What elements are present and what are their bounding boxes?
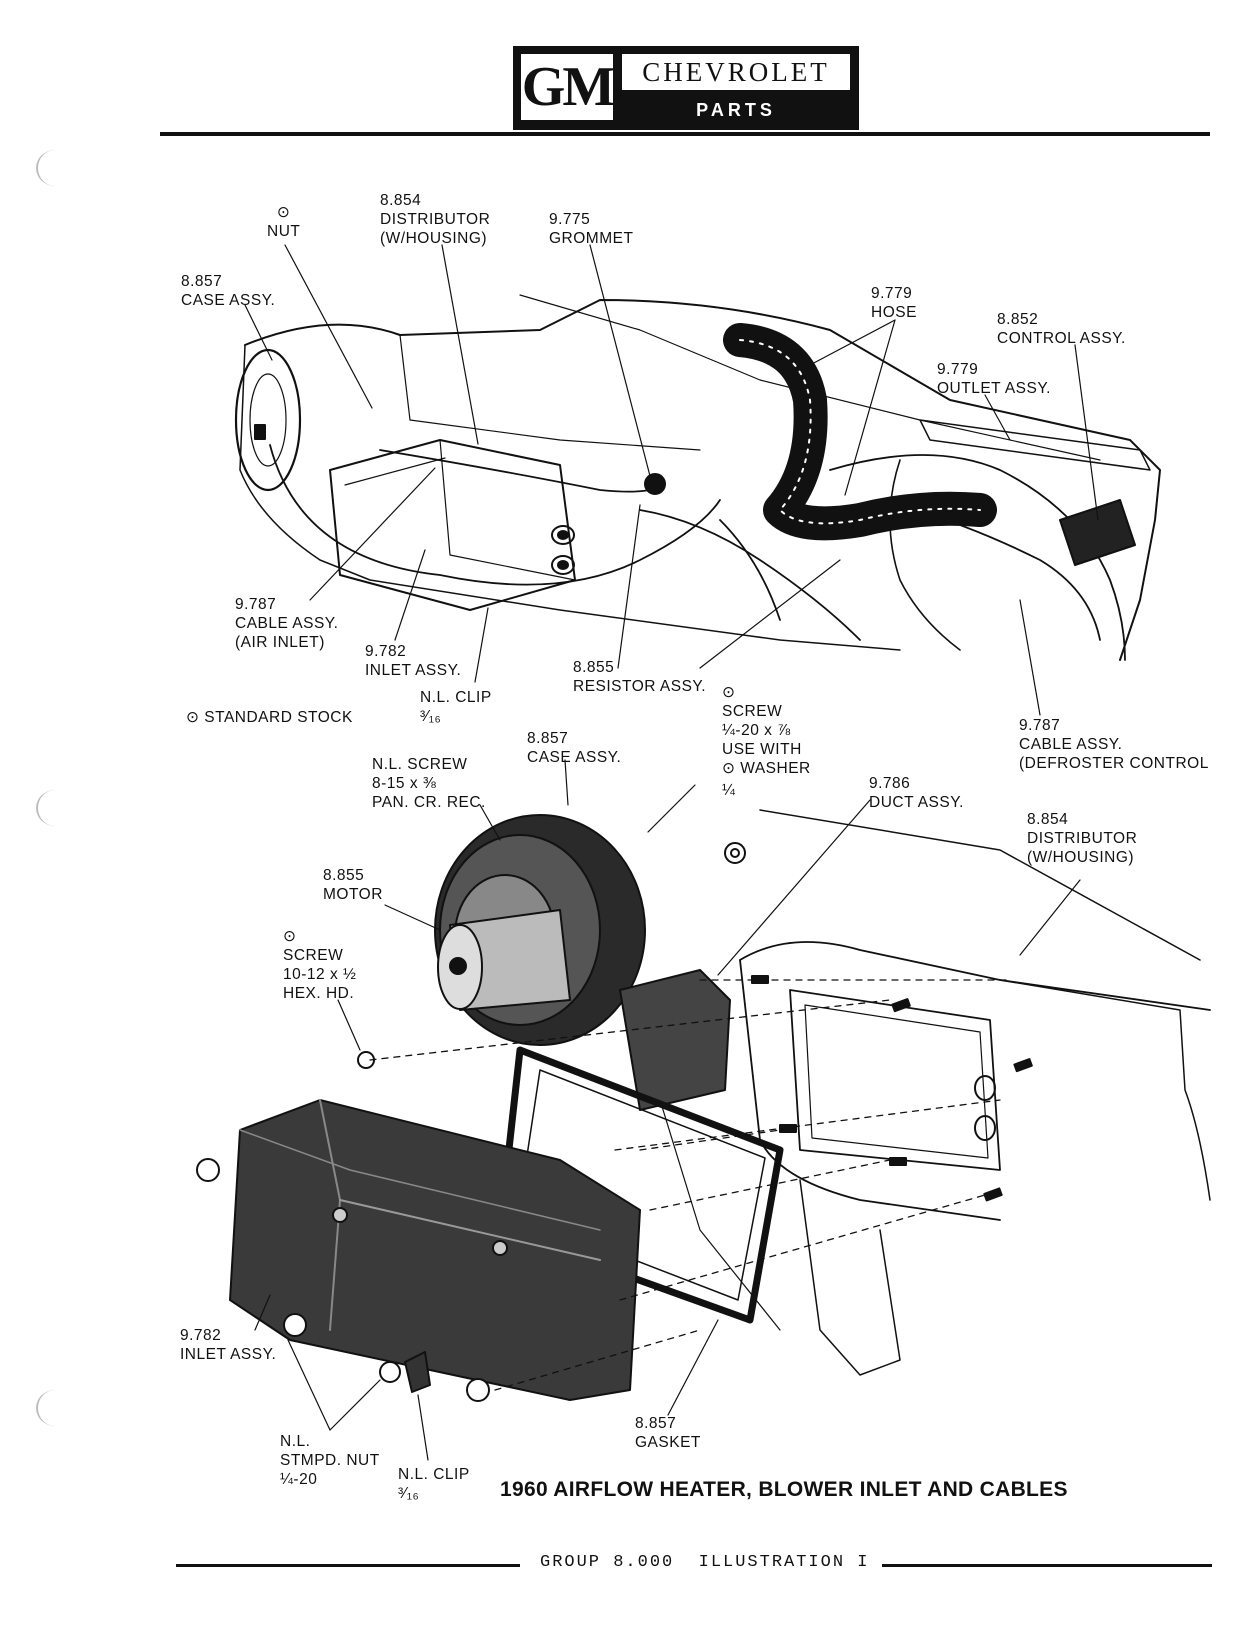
binder-mark [36,150,74,186]
label-distributor-top: 8.854 DISTRIBUTOR (W/HOUSING) [380,192,491,247]
binder-mark [36,1390,74,1426]
label-motor: 8.855 MOTOR [323,867,383,903]
footer-rule-right [882,1564,1212,1567]
label-nl-clip-top: N.L. CLIP ³⁄₁₆ [420,689,492,725]
label-screw-hex: ⊙ SCREW 10-12 x ½ HEX. HD. [283,928,357,1002]
label-inlet-assy-bottom: 9.782 INLET ASSY. [180,1327,277,1363]
brand-name: CHEVROLET [622,54,850,90]
header-rule [160,132,1210,136]
label-distributor-mid: 8.854 DISTRIBUTOR (W/HOUSING) [1027,811,1138,866]
label-gasket: 8.857 GASKET [635,1415,701,1451]
label-control-assy: 8.852 CONTROL ASSY. [997,311,1126,347]
leader-lines [244,244,1099,1461]
label-standard-stock: ⊙ STANDARD STOCK [186,709,353,726]
label-cable-defroster: 9.787 CABLE ASSY. (DEFROSTER CONTROL [1019,717,1209,772]
label-screw-washer: ⊙ SCREW ¼-20 x ⅞ USE WITH ⊙ WASHER [722,684,811,777]
gm-logo: GM [521,54,615,120]
binder-mark [36,790,74,826]
label-nl-screw: N.L. SCREW 8-15 x ⅜ PAN. CR. REC. [372,756,486,811]
blower-assembly-drawing [196,809,1211,1402]
label-case-assy-mid: 8.857 CASE ASSY. [527,730,622,766]
label-grommet: 9.775 GROMMET [549,211,634,247]
label-inlet-assy-top: 9.782 INLET ASSY. [365,643,462,679]
footer-text: GROUP 8.000 ILLUSTRATION I [540,1553,870,1572]
label-nut: ⊙ NUT [267,204,301,240]
label-resistor-assy: 8.855 RESISTOR ASSY. [573,659,707,695]
label-cable-air-inlet: 9.787 CABLE ASSY. (AIR INLET) [235,596,339,651]
label-case-assy-top: 8.857 CASE ASSY. [181,273,276,309]
label-outlet-assy: 9.779 OUTLET ASSY. [937,361,1051,397]
label-stmpd-nut: N.L. STMPD. NUT ¼-20 [280,1433,380,1488]
footer-rule-left [176,1564,520,1567]
label-nl-clip-bottom: N.L. CLIP ³⁄₁₆ [398,1466,470,1502]
illustration-title: 1960 AIRFLOW HEATER, BLOWER INLET AND CA… [500,1478,1068,1501]
label-washer-size: ¼ [722,782,736,799]
label-hose: 9.779 HOSE [871,285,917,321]
top-assembly-drawing [234,294,1161,661]
label-duct-assy: 9.786 DUCT ASSY. [869,775,964,811]
